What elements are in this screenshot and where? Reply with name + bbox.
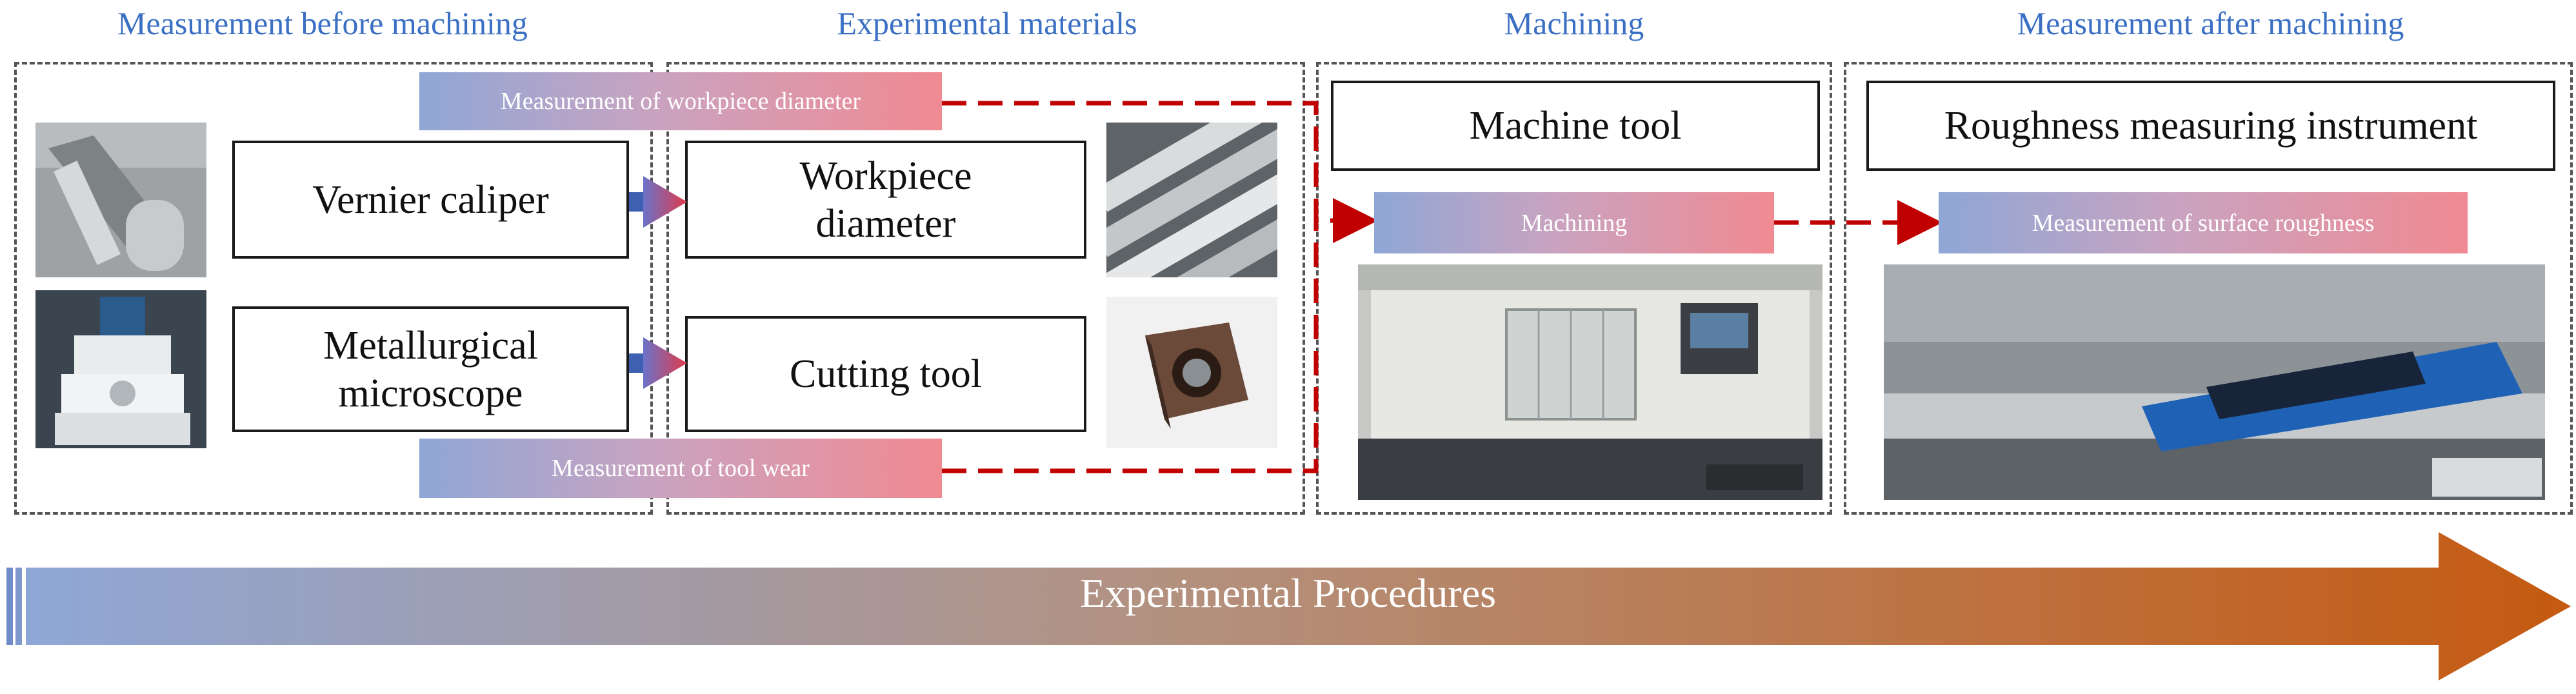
stage-title-after: Measurement after machining (2017, 5, 2404, 41)
machine-tool-box: Machine tool (1331, 81, 1820, 171)
frame-materials (666, 62, 1305, 515)
workpiece-diameter-box: Workpiece diameter (685, 141, 1086, 259)
workpiece-bars-photo (1106, 123, 1277, 277)
label-tool-wear: Measurement of tool wear (419, 439, 942, 498)
cutting-tool-box: Cutting tool (685, 316, 1086, 432)
label-machining: Machining (1374, 192, 1774, 253)
stage-title-before: Measurement before machining (117, 5, 528, 41)
lathe-machine-photo (1358, 264, 1822, 500)
label-workpiece-diameter: Measurement of workpiece diameter (419, 72, 942, 130)
dashed-path-toolwear (942, 221, 1319, 473)
metallurgical-microscope-box: Metallurgical microscope (232, 306, 629, 432)
label-surface-roughness: Measurement of surface roughness (1939, 192, 2468, 253)
stage-title-machining: Machining (1504, 5, 1644, 41)
roughness-instrument-box: Roughness measuring instrument (1866, 81, 2555, 171)
dashed-path-workpiece (942, 101, 1378, 243)
cutting-insert-photo (1106, 297, 1277, 448)
frame-before (14, 62, 653, 515)
connector-arrow-top (629, 176, 687, 228)
roughness-tester-photo (1884, 264, 2545, 500)
procedure-label: Experimental Procedures (1079, 570, 1497, 616)
stage-title-materials: Experimental materials (837, 5, 1137, 41)
frame-after (1844, 62, 2573, 515)
vernier-caliper-photo (35, 123, 206, 277)
metallurgical-microscope-photo (35, 290, 206, 448)
vernier-caliper-box: Vernier caliper (232, 141, 629, 259)
procedure-arrow (6, 532, 2571, 680)
connector-arrow-bottom (629, 337, 687, 389)
